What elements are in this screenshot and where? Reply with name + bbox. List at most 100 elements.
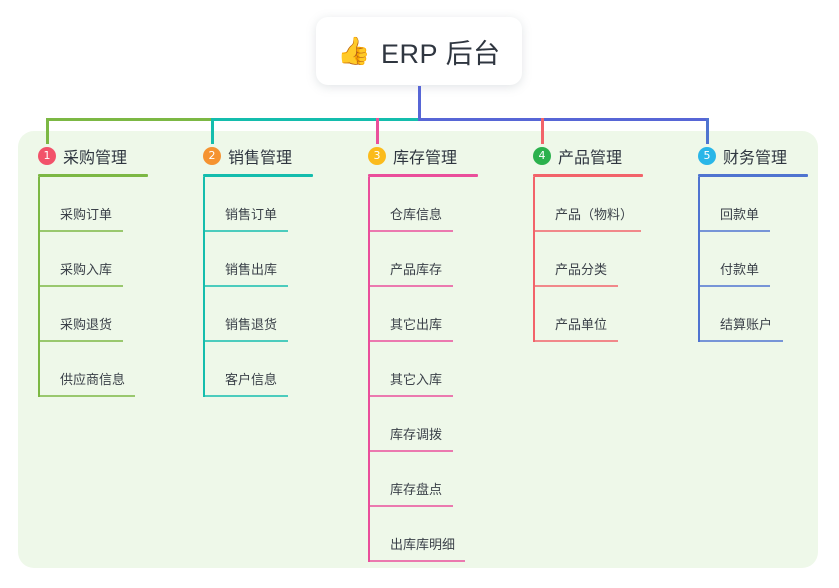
- leaf-item-label: 销售出库: [225, 262, 278, 277]
- branch-header-1[interactable]: 1 采购管理: [38, 144, 148, 168]
- leaf-item[interactable]: 产品库存: [368, 232, 478, 287]
- branch-item-list: 采购订单采购入库采购退货供应商信息: [38, 177, 148, 397]
- leaf-item-rule: [533, 285, 618, 287]
- connector-drop-5: [706, 118, 709, 144]
- branch-header-rule: [38, 174, 148, 177]
- connector-bar-teal: [212, 118, 421, 121]
- leaf-item-label: 其它入库: [390, 372, 443, 387]
- branch-number-badge: 4: [533, 147, 551, 165]
- branch-item-list: 回款单付款单结算账户: [698, 177, 808, 342]
- leaf-item[interactable]: 采购订单: [38, 177, 148, 232]
- leaf-item-label: 客户信息: [225, 372, 278, 387]
- thumbs-up-icon: 👍: [337, 35, 372, 66]
- leaf-item-rule: [533, 340, 618, 342]
- root-node[interactable]: 👍 ERP 后台: [316, 17, 522, 85]
- branch-item-list: 仓库信息产品库存其它出库其它入库库存调拨库存盘点出库库明细: [368, 177, 478, 562]
- leaf-item-rule: [368, 505, 453, 507]
- branch-number-badge: 1: [38, 147, 56, 165]
- leaf-item-rule: [38, 230, 123, 232]
- connector-drop-2: [211, 118, 214, 144]
- branch-item-list: 产品（物料） 产品分类产品单位: [533, 177, 643, 342]
- leaf-item-label: 出库库明细: [390, 537, 456, 552]
- leaf-item-rule: [368, 560, 465, 562]
- branch-column-5: 5 财务管理回款单付款单结算账户: [698, 144, 808, 342]
- branch-header-label: 采购管理: [63, 150, 128, 167]
- leaf-item[interactable]: 客户信息: [203, 342, 313, 397]
- leaf-item[interactable]: 采购入库: [38, 232, 148, 287]
- leaf-item-rule: [368, 285, 453, 287]
- leaf-item[interactable]: 回款单: [698, 177, 808, 232]
- leaf-item[interactable]: 供应商信息: [38, 342, 148, 397]
- leaf-item-rule: [203, 285, 288, 287]
- leaf-item-label: 仓库信息: [390, 207, 443, 222]
- leaf-item-rule: [38, 285, 123, 287]
- leaf-item[interactable]: 出库库明细: [368, 507, 478, 562]
- leaf-item-rule: [368, 230, 453, 232]
- leaf-item-label: 产品库存: [390, 262, 443, 277]
- branch-spine: [368, 177, 370, 562]
- leaf-item-label: 结算账户: [720, 317, 773, 332]
- branch-header-label: 产品管理: [558, 150, 623, 167]
- connector-bar-indigo: [418, 118, 709, 121]
- root-node-title: ERP 后台: [381, 38, 501, 69]
- leaf-item-label: 销售订单: [225, 207, 278, 222]
- leaf-item-label: 回款单: [720, 207, 760, 222]
- leaf-item[interactable]: 产品（物料）: [533, 177, 643, 232]
- leaf-item[interactable]: 付款单: [698, 232, 808, 287]
- branch-header-rule: [533, 174, 643, 177]
- branch-header-rule: [368, 174, 478, 177]
- branch-header-rule: [698, 174, 808, 177]
- leaf-item-rule: [698, 340, 783, 342]
- leaf-item[interactable]: 销售出库: [203, 232, 313, 287]
- connector-drop-1: [46, 118, 49, 144]
- leaf-item[interactable]: 产品单位: [533, 287, 643, 342]
- leaf-item-label: 采购入库: [60, 262, 113, 277]
- branch-spine: [698, 177, 700, 342]
- leaf-item-label: 库存盘点: [390, 482, 443, 497]
- branch-header-rule: [203, 174, 313, 177]
- leaf-item-rule: [368, 340, 453, 342]
- branch-column-1: 1 采购管理采购订单采购入库采购退货供应商信息: [38, 144, 148, 397]
- leaf-item[interactable]: 结算账户: [698, 287, 808, 342]
- branch-header-4[interactable]: 4 产品管理: [533, 144, 643, 168]
- leaf-item-rule: [698, 230, 770, 232]
- leaf-item-rule: [203, 395, 288, 397]
- branch-header-5[interactable]: 5 财务管理: [698, 144, 808, 168]
- leaf-item-label: 其它出库: [390, 317, 443, 332]
- leaf-item[interactable]: 库存调拨: [368, 397, 478, 452]
- leaf-item-label: 采购退货: [60, 317, 113, 332]
- branch-number-badge: 2: [203, 147, 221, 165]
- diagram-panel: [18, 131, 818, 568]
- leaf-item[interactable]: 其它出库: [368, 287, 478, 342]
- branch-number-badge: 5: [698, 147, 716, 165]
- leaf-item-rule: [38, 340, 123, 342]
- branch-item-list: 销售订单销售出库销售退货客户信息: [203, 177, 313, 397]
- leaf-item-rule: [203, 230, 288, 232]
- branch-header-label: 库存管理: [393, 150, 458, 167]
- leaf-item-label: 供应商信息: [60, 372, 126, 387]
- branch-column-4: 4 产品管理产品（物料） 产品分类产品单位: [533, 144, 643, 342]
- leaf-item-label: 销售退货: [225, 317, 278, 332]
- leaf-item[interactable]: 销售退货: [203, 287, 313, 342]
- leaf-item[interactable]: 仓库信息: [368, 177, 478, 232]
- connector-bar-green: [47, 118, 214, 121]
- leaf-item[interactable]: 采购退货: [38, 287, 148, 342]
- leaf-item-label: 采购订单: [60, 207, 113, 222]
- leaf-item[interactable]: 库存盘点: [368, 452, 478, 507]
- connector-drop-4: [541, 118, 544, 144]
- branch-header-label: 财务管理: [723, 150, 788, 167]
- leaf-item-rule: [533, 230, 641, 232]
- leaf-item-rule: [38, 395, 135, 397]
- leaf-item[interactable]: 产品分类: [533, 232, 643, 287]
- leaf-item[interactable]: 其它入库: [368, 342, 478, 397]
- connector-drop-3: [376, 118, 379, 144]
- root-descender: [418, 86, 421, 121]
- leaf-item-rule: [698, 285, 770, 287]
- leaf-item[interactable]: 销售订单: [203, 177, 313, 232]
- leaf-item-rule: [368, 395, 453, 397]
- leaf-item-label: 产品分类: [555, 262, 608, 277]
- branch-spine: [38, 177, 40, 397]
